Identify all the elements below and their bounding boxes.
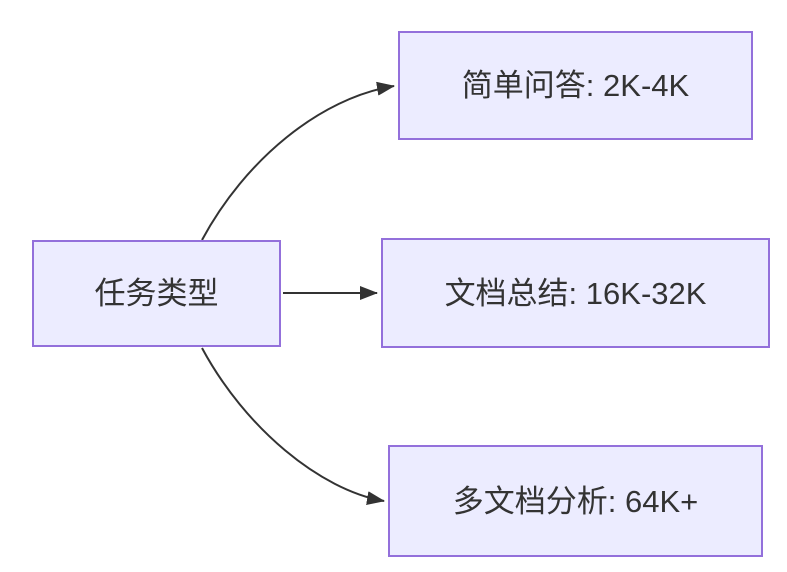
node-doc-summary: 文档总结: 16K-32K <box>381 238 770 348</box>
node-multi-doc-analysis: 多文档分析: 64K+ <box>388 445 763 557</box>
node-multi-doc-analysis-label: 多文档分析: 64K+ <box>452 483 699 519</box>
node-simple-qa: 简单问答: 2K-4K <box>398 31 753 140</box>
edge-root-to-simple-qa <box>201 81 395 241</box>
node-task-type-label: 任务类型 <box>94 276 219 311</box>
node-doc-summary-label: 文档总结: 16K-32K <box>444 275 707 311</box>
node-task-type: 任务类型 <box>32 240 281 347</box>
node-simple-qa-label: 简单问答: 2K-4K <box>461 68 690 103</box>
edge-root-to-multi-doc-analysis <box>201 347 385 506</box>
